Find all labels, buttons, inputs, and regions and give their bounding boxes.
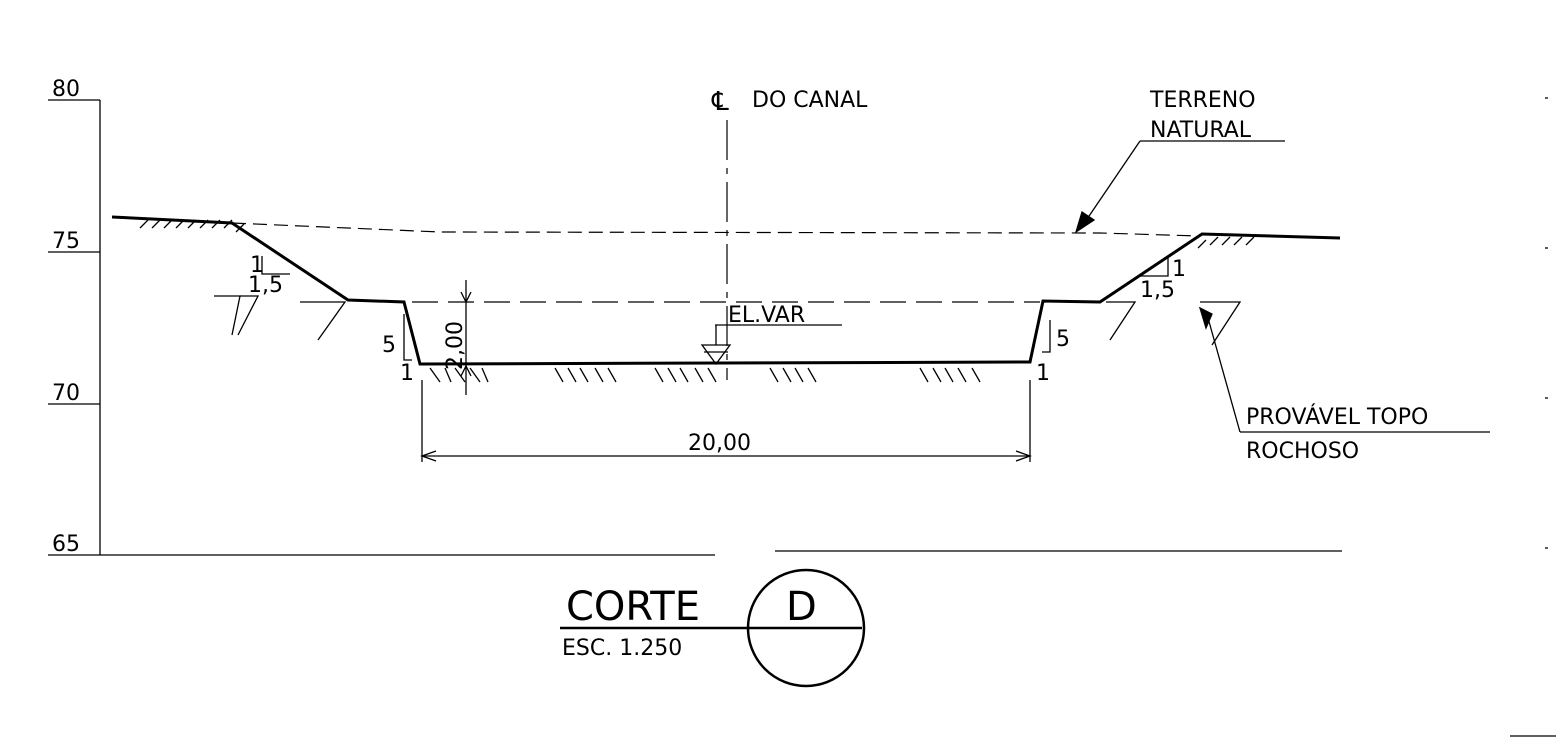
rock-label-line1: PROVÁVEL TOPO [1246, 404, 1428, 430]
centerline-label: DO CANAL [752, 88, 868, 113]
scale-label: ESC. 1.250 [562, 636, 682, 661]
rock-label-line2: ROCHOSO [1246, 439, 1359, 464]
width-dimension [420, 380, 1032, 462]
section-title: CORTE [566, 584, 700, 630]
elevation-label-70: 70 [52, 381, 80, 406]
terreno-leader [1074, 140, 1285, 234]
slope-indicator-left-upper [261, 256, 290, 275]
slope-left-upper-v: 1 [250, 253, 264, 278]
slope-right-upper-h: 1,5 [1140, 278, 1175, 303]
rock-symbols [214, 295, 1242, 346]
excavation-profile [111, 215, 1341, 366]
natural-terrain-dashed [231, 222, 1201, 237]
slope-left-lower-h: 1 [400, 361, 414, 386]
section-circle [746, 568, 866, 688]
elevation-label-65: 65 [52, 532, 80, 557]
water-level-label: EL.VAR [728, 303, 805, 328]
ground-hatch-left [139, 219, 245, 233]
centerline-symbol: ℄ [711, 87, 729, 117]
ground-hatch-right [1197, 236, 1255, 249]
slope-left-lower-v: 5 [382, 333, 396, 358]
width-dimension-label: 20,00 [688, 431, 751, 456]
terreno-label-line2: NATURAL [1150, 118, 1252, 143]
section-letter: D [786, 584, 817, 630]
slope-right-lower-h: 1 [1036, 361, 1050, 386]
slope-right-upper-v: 1 [1172, 257, 1186, 282]
elevation-label-75: 75 [52, 229, 80, 254]
elevation-label-80: 80 [52, 77, 80, 102]
slope-right-lower-v: 5 [1056, 327, 1070, 352]
terreno-label-line1: TERRENO [1149, 88, 1256, 113]
slope-indicator-right-lower [1042, 320, 1051, 353]
slope-indicator-right-upper [1140, 258, 1169, 277]
edge-marks [1510, 97, 1556, 737]
slope-indicator-left-lower [403, 314, 412, 361]
slope-left-upper-h: 1,5 [248, 273, 283, 298]
bottom-hatch [429, 367, 981, 383]
depth-dimension-label: 2,00 [443, 321, 468, 370]
rock-leader [1198, 306, 1490, 433]
depth-dimension [460, 280, 472, 395]
water-level-marker [700, 324, 842, 366]
